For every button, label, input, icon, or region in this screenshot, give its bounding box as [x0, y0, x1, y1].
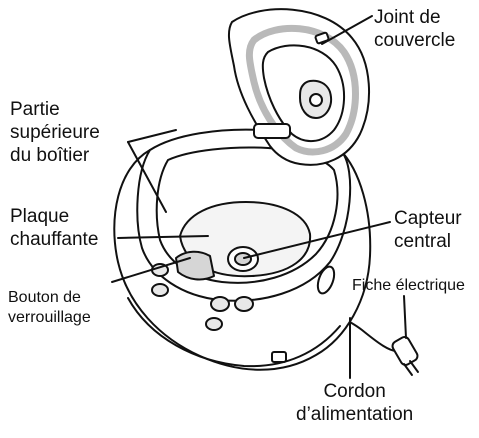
label-power-cord-line-1: Cordon: [296, 380, 413, 403]
control-button-3: [211, 297, 229, 311]
label-heating-plate: Plaque chauffante: [10, 205, 98, 251]
label-lock-button-line-1: Bouton de: [8, 288, 91, 308]
power-plug: [391, 335, 420, 375]
label-upper-body: Partie supérieure du boîtier: [10, 98, 100, 167]
steam-vent: [300, 81, 331, 118]
label-lock-button-line-2: verrouillage: [8, 308, 91, 328]
label-lid-seal-line-1: Joint de: [374, 6, 455, 29]
label-power-cord: Cordon d’alimentation: [296, 380, 413, 426]
control-button-2: [152, 284, 168, 296]
lid-hinge: [254, 124, 290, 138]
label-upper-body-line-3: du boîtier: [10, 144, 100, 167]
label-center-sensor: Capteur central: [394, 207, 462, 253]
label-upper-body-line-1: Partie: [10, 98, 100, 121]
label-power-cord-line-2: d’alimentation: [296, 403, 413, 426]
label-center-sensor-line-2: central: [394, 230, 462, 253]
label-lid-seal: Joint de couvercle: [374, 6, 455, 52]
label-power-plug: Fiche électrique: [352, 276, 465, 296]
label-lid-seal-line-2: couvercle: [374, 29, 455, 52]
lock-button: [176, 252, 214, 280]
label-heating-plate-line-2: chauffante: [10, 228, 98, 251]
label-heating-plate-line-1: Plaque: [10, 205, 98, 228]
label-upper-body-line-2: supérieure: [10, 121, 100, 144]
leader-power-plug: [404, 296, 406, 338]
label-lock-button: Bouton de verrouillage: [8, 288, 91, 328]
control-button-5: [206, 318, 222, 330]
control-button-4: [235, 297, 253, 311]
label-center-sensor-line-1: Capteur: [394, 207, 462, 230]
